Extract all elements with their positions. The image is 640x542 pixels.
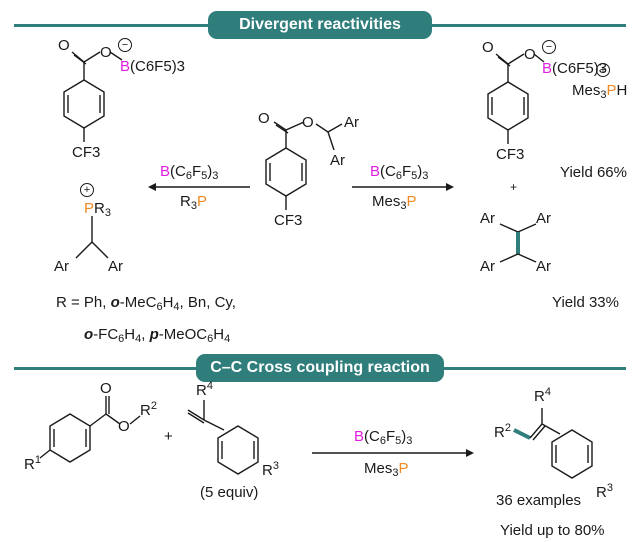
reaction-arrows bbox=[148, 183, 474, 457]
r4-label: R4 bbox=[196, 380, 213, 400]
banner-cross-coupling: C–C Cross coupling reaction bbox=[196, 354, 444, 382]
aryl-ester-structure bbox=[39, 396, 141, 463]
yield-up-to: Yield up to 80% bbox=[500, 522, 605, 539]
bottom-arrow-top: B(C6F5)3 bbox=[354, 428, 413, 447]
aryl-label: Ar bbox=[54, 258, 69, 275]
styrene-structure bbox=[187, 400, 259, 475]
atom-o: O bbox=[100, 380, 112, 397]
negative-charge-icon: − bbox=[118, 35, 132, 53]
left-arrow-top: B(C6F5)3 bbox=[160, 163, 219, 182]
atom-o: O bbox=[524, 46, 536, 63]
cf3-label: CF3 bbox=[274, 212, 303, 229]
r2-label: R2 bbox=[140, 400, 157, 420]
r3-label: R3 bbox=[262, 460, 279, 480]
plus-sign: + bbox=[510, 180, 518, 194]
aryl-label: Ar bbox=[330, 152, 345, 169]
aryl-label: Ar bbox=[480, 258, 495, 275]
aryl-label: Ar bbox=[108, 258, 123, 275]
borate-right-structure bbox=[487, 53, 545, 144]
borane-label: B(C6F5)3 bbox=[120, 58, 186, 75]
atom-o: O bbox=[100, 44, 112, 61]
plus-sign: + bbox=[164, 428, 173, 445]
atom-o: O bbox=[118, 418, 130, 435]
borane-label: B(C6F5)3 bbox=[542, 60, 608, 77]
phosphonium-label: PR3 bbox=[84, 200, 111, 219]
atom-o: O bbox=[302, 114, 314, 131]
atom-o: O bbox=[58, 37, 70, 54]
r-definition-line2: o-FC6H4, p-MeOC6H4 bbox=[84, 326, 231, 345]
phosphonium-structure bbox=[75, 216, 109, 259]
left-arrow-bottom: R3P bbox=[180, 193, 207, 212]
r4-label: R4 bbox=[534, 386, 551, 406]
positive-charge-icon: + bbox=[80, 180, 94, 198]
r1-label: R1 bbox=[24, 454, 41, 474]
center-ester-structure bbox=[265, 121, 343, 210]
aryl-label: Ar bbox=[536, 210, 551, 227]
negative-charge-icon: − bbox=[542, 37, 556, 55]
bottom-arrow-bottom: Mes3P bbox=[364, 460, 409, 479]
five-equiv: (5 equiv) bbox=[200, 484, 259, 501]
banner-divergent: Divergent reactivities bbox=[208, 11, 432, 39]
bibenzyl-structure bbox=[499, 223, 537, 263]
right-arrow-top: B(C6F5)3 bbox=[370, 163, 429, 182]
r-definition-line1: R = Ph, o-MeC6H4, Bn, Cy, bbox=[56, 294, 236, 313]
atom-o: O bbox=[258, 110, 270, 127]
cf3-label: CF3 bbox=[72, 144, 101, 161]
right-arrow-bottom: Mes3P bbox=[372, 193, 417, 212]
examples-count: 36 examples bbox=[496, 492, 582, 509]
aryl-label: Ar bbox=[480, 210, 495, 227]
borate-left-structure bbox=[63, 51, 123, 142]
aryl-label: Ar bbox=[536, 258, 551, 275]
mes3ph-label: Mes3PH bbox=[572, 82, 628, 101]
r3-label: R3 bbox=[596, 482, 613, 502]
cf3-label: CF3 bbox=[496, 146, 525, 163]
atom-o: O bbox=[482, 39, 494, 56]
yield-33: Yield 33% bbox=[552, 294, 619, 311]
r2-label: R2 bbox=[494, 422, 511, 442]
yield-66: Yield 66% bbox=[560, 164, 627, 181]
aryl-label: Ar bbox=[344, 114, 359, 131]
positive-charge-icon: + bbox=[596, 60, 610, 78]
coupling-product-structure bbox=[513, 408, 593, 479]
